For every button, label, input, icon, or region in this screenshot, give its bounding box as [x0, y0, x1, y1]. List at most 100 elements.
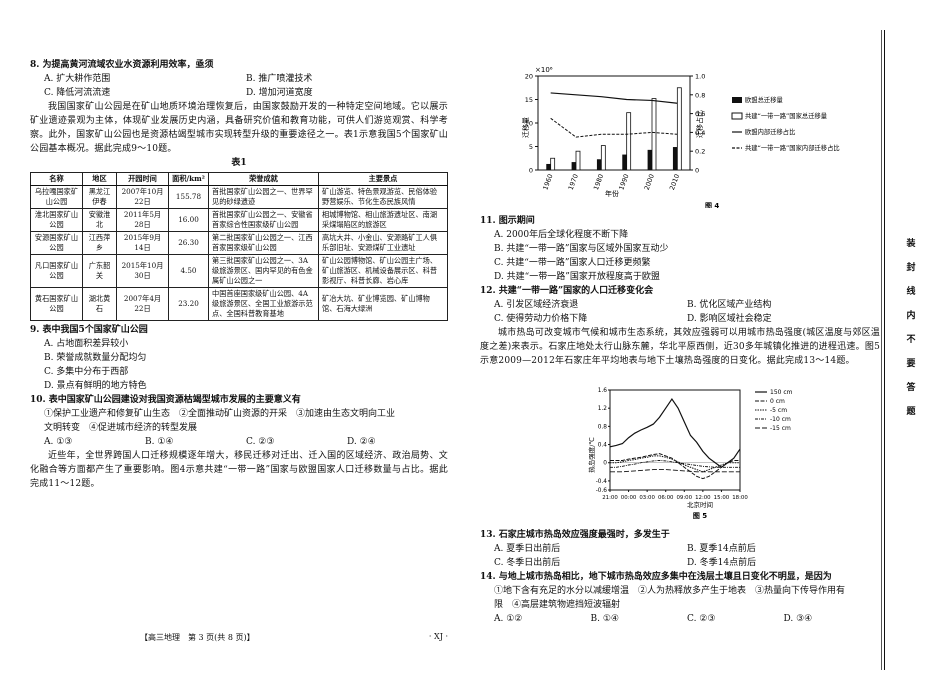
intro-migration: 近些年，全世界跨国人口迁移规模逐年增大，移民迁移对迁出、迁入国的区域经济、政治局…	[30, 451, 448, 489]
fig4-bar-br-total	[550, 157, 556, 171]
fig5-line-depth-0	[609, 398, 741, 469]
fig4-x-tick-label: 1960	[541, 173, 554, 191]
q14-option-c[interactable]: C. ②③	[687, 614, 716, 624]
fig5-legend-label: -10 cm	[770, 416, 791, 423]
cell-attractions: 矿山公园博物馆、矿山公园主广场、矿山旅游区、机械设备展示区、科普影视厅、科普长廊…	[318, 254, 448, 288]
fig4-right-tick-label: 0.6	[695, 110, 705, 118]
fig4-legend-label: 欧盟总迁移量	[745, 95, 783, 104]
cell-region: 广东韶关	[82, 254, 117, 288]
footer-code: · XJ ·	[428, 632, 448, 641]
fig4-bar-eu-total	[546, 163, 552, 171]
cell-park-name: 安源国家矿山公园	[30, 231, 83, 255]
fig4-legend-label: 欧盟内部迁移占比	[745, 127, 795, 136]
cell-park-name: 乌拉嘎国家矿山公园	[30, 185, 83, 209]
col-header-name: 名称	[30, 172, 83, 186]
q9-option-d[interactable]: D. 景点有鲜明的地方特色	[44, 381, 147, 391]
q8-option-b[interactable]: B. 推广喷灌技术	[246, 74, 313, 84]
fig5-x-tick-label: 12:00	[695, 495, 711, 501]
cell-area: 26.30	[168, 231, 209, 255]
fig4-legend-swatch-br-bar	[731, 112, 743, 120]
col-header-open-date: 开园时间	[116, 172, 169, 186]
q8-option-c[interactable]: C. 降低河流流速	[44, 88, 111, 98]
binding-char: 要	[906, 359, 916, 369]
fig5-caption: 图 5	[693, 511, 707, 520]
fig4-line-eu-share	[550, 92, 678, 104]
fig4-right-tick-label: 0.4	[695, 129, 705, 137]
fig4-x-tick-label: 2000	[643, 173, 656, 191]
fig4-unit: ×10⁶	[535, 66, 553, 74]
cell-area: 155.78	[168, 185, 209, 209]
q12-option-c[interactable]: C. 使得劳动力价格下降	[494, 314, 588, 324]
fig4-legend-label: 共建“一带一路”国家内部迁移占比	[745, 143, 840, 152]
fig4-bar-eu-total	[647, 149, 653, 171]
q13-option-d[interactable]: D. 冬季14点前后	[687, 558, 757, 568]
fig4-x-tick-label: 1980	[592, 173, 605, 191]
q11-option-b[interactable]: B. 共建“一带一路”国家与区域外国家互动少	[494, 244, 669, 254]
cell-region: 黑龙江伊春	[82, 185, 117, 209]
q8-option-a[interactable]: A. 扩大耕作范围	[44, 74, 111, 84]
cell-attractions: 高坑大井、小金山、安源路矿工人俱乐部旧址、安源煤矿工业遗址	[318, 231, 448, 255]
q9-option-b[interactable]: B. 荣誉成就数量分配均匀	[44, 353, 147, 363]
intro-mine-parks: 我国国家矿山公园是在矿山地质环境治理恢复后，由国家鼓励开发的一种特定空间地域。它…	[30, 102, 448, 154]
q9-option-c[interactable]: C. 多集中分布于西部	[44, 367, 129, 377]
q13-option-c[interactable]: C. 冬季日出前后	[494, 558, 561, 568]
q11-option-c[interactable]: C. 共建“一带一路”国家人口迁移更频繁	[494, 258, 651, 268]
q8-options-row1: A. 扩大耕作范围 B. 推广喷灌技术	[30, 72, 448, 86]
cell-area: 4.50	[168, 254, 209, 288]
fig5-line-depth-3	[610, 460, 740, 468]
q13-option-b[interactable]: B. 夏季14点前后	[687, 544, 756, 554]
q14-stem: 14. 与地上城市热岛相比，地下城市热岛效应多集中在浅层土壤且日变化不明显，是因…	[480, 572, 832, 582]
cell-attractions: 矿冶大坑、矿业博览园、矿山博物馆、石海大绿洲	[318, 287, 448, 321]
footer-page-info: 【高三地理 第 3 页(共 8 页)】	[140, 633, 255, 642]
cell-park-name: 黄石国家矿山公园	[30, 287, 83, 321]
q10-stem: 10. 表中国家矿山公园建设对我国资源枯竭型城市发展的主要意义有	[30, 395, 301, 405]
binding-char: 内	[906, 311, 916, 321]
q10-statements-line2: 文明转变 ④促进城市经济的转型发展	[44, 423, 198, 433]
q8-option-d[interactable]: D. 增加河道宽度	[246, 88, 313, 98]
fig5-x-tick-label: 00:00	[621, 495, 637, 501]
q9-stem: 9. 表中我国5个国家矿山公园	[30, 325, 148, 335]
fig4-ylabel-right: 迁移占比	[695, 110, 704, 138]
q10-option-c[interactable]: C. ②③	[246, 437, 275, 447]
fig4-left-tick-label: 20	[525, 73, 533, 81]
fig4-bar-br-total	[575, 150, 581, 171]
q11-option-d[interactable]: D. 共建“一带一路”国家开放程度高于欧盟	[494, 272, 660, 282]
q10-option-d[interactable]: D. ②④	[347, 437, 376, 447]
q10-option-b[interactable]: B. ①④	[145, 437, 174, 447]
q10-options: A. ①③ B. ①④ C. ②③ D. ②④	[30, 435, 448, 449]
fig4-plot-frame	[537, 75, 691, 171]
q12-option-d[interactable]: D. 影响区域社会稳定	[687, 314, 772, 324]
q14-option-a[interactable]: A. ①②	[494, 614, 523, 624]
q12-option-b[interactable]: B. 优化区域产业结构	[687, 300, 772, 310]
fig5-legend-label: 0 cm	[770, 398, 785, 405]
fig4-left-tick-label: 15	[525, 96, 533, 104]
q8-options-row2: C. 降低河流流速 D. 增加河道宽度	[30, 86, 448, 100]
cell-honors: 首批国家矿山公园之一、世界罕见的砂绿遗迹	[208, 185, 319, 209]
fig4-xlabel: 年份	[605, 189, 619, 198]
fig4-left-tick-label: 5	[529, 143, 533, 151]
table1-caption: 表1	[231, 158, 247, 168]
q14-option-d[interactable]: D. ③④	[783, 614, 813, 624]
q9-option-a[interactable]: A. 占地面积差异较小	[44, 339, 129, 349]
fig4-bar-eu-total	[672, 147, 678, 171]
fig4-legend-swatch-eu-bar	[732, 97, 742, 103]
cell-park-name: 凡口国家矿山公园	[30, 254, 83, 288]
fig4-x-tick-label: 1970	[567, 173, 580, 191]
q10-option-a[interactable]: A. ①③	[44, 437, 73, 447]
fig5-x-tick-label: 06:00	[658, 495, 674, 501]
q11-option-a[interactable]: A. 2000年后全球化程度不断下降	[494, 230, 629, 240]
fig4-bar-eu-total	[571, 162, 577, 171]
q12-option-a[interactable]: A. 引发区域经济衰退	[494, 300, 579, 310]
binding-char: 封	[906, 263, 916, 273]
fig4-right-tick-label: 0	[695, 167, 699, 175]
q10-statements-line1: ①保护工业遗产和修复矿山生态 ②全面推动矿山资源的开采 ③加速由生态文明向工业	[44, 409, 396, 419]
binding-line	[884, 30, 885, 670]
q13-option-a[interactable]: A. 夏季日出前后	[494, 544, 561, 554]
q14-option-b[interactable]: B. ①④	[590, 614, 619, 624]
